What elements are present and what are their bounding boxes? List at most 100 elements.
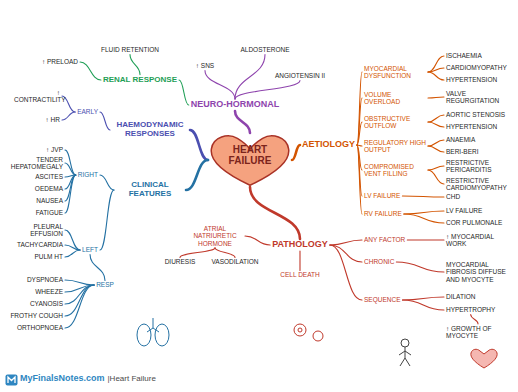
leaf-label: DIURESIS (163, 257, 198, 266)
leaf-label: ↑ GROWTH OF MYOCYTE (444, 324, 512, 340)
branch-heading: NEURO-HORMONAL (189, 99, 282, 111)
branch-line (65, 285, 94, 328)
branch-line (65, 230, 80, 250)
node-text: CARDIOMYOPATHY (446, 64, 507, 71)
branch-line (396, 262, 444, 272)
leaf-label: DILATION (444, 292, 478, 301)
node-text: RESTRICTIVE PERICARDITIS (446, 159, 510, 173)
node-text: PLEURAL EFFUSION (12, 223, 63, 237)
node-text: PULM HT (34, 253, 63, 260)
leaf-label: ORTHOPNOEA (15, 323, 65, 332)
node-text: CHRONIC (364, 258, 394, 265)
node-text: ANY FACTOR (364, 236, 405, 243)
leaf-label: ↑ MYOCARDIAL WORK (444, 232, 512, 248)
branch-line (65, 175, 76, 213)
branch-line (402, 300, 444, 310)
leaf-label: COR PULMONALE (444, 218, 504, 227)
node-text: COR PULMONALE (446, 219, 502, 226)
node-text: ↑ GROWTH OF MYOCYTE (446, 325, 510, 339)
category-label: REGULATORY HIGH OUTPUT (362, 138, 428, 154)
branch-line (130, 55, 140, 75)
leaf-label: LV FAILURE (444, 206, 484, 215)
node-text: ↑ HR (46, 116, 60, 123)
category-label: MYOCARDIAL DYSFUNCTION (362, 64, 428, 80)
branch-heading: PATHOLOGY (270, 239, 330, 251)
branch-line (428, 170, 444, 184)
branch-line (65, 250, 80, 257)
leaf-label: HYPERTROPHY (444, 305, 497, 314)
node-text: RESTRICTIVE CARDIOMYOPATHY (446, 177, 510, 191)
node-text: CLINICAL FEATURES (116, 181, 184, 199)
node-text: OBSTRUCTIVE OUTFLOW (364, 115, 426, 129)
node-text: ALDOSTERONE (240, 46, 289, 53)
leaf-label: OEDEMA (33, 184, 65, 193)
node-text: DYSPNOEA (27, 276, 63, 283)
branch-line (186, 160, 208, 190)
branch-line (428, 166, 444, 170)
branch-line (407, 239, 444, 240)
leaf-label: ISCHAEMIA (444, 51, 484, 60)
leaf-label: CHD (444, 192, 462, 201)
branch-line (65, 150, 76, 175)
branch-line (245, 236, 270, 245)
branch-line (471, 315, 478, 324)
site-name: MyFinalsNotes.com (20, 373, 105, 383)
node-text: NAUSEA (36, 197, 63, 204)
category-label: ANY FACTOR (362, 235, 407, 244)
node-text: ↑ CONTRACTILITY (14, 89, 60, 103)
leaf-label: ALDOSTERONE (238, 45, 291, 54)
node-text: VALVE REGURGITATION (446, 90, 510, 104)
node-text: ANGIOTENSIN II (275, 72, 325, 79)
node-text: HAEMODYNAMIC RESPONSES (112, 121, 188, 139)
category-label: SEQUENCE (362, 295, 402, 304)
leaf-label: ↑ JVP (44, 145, 65, 154)
category-label: RESP (94, 280, 116, 289)
node-text: EARLY (77, 108, 98, 115)
node-text: CHD (446, 193, 460, 200)
node-text: ANAEMIA (446, 136, 475, 143)
branch-line (179, 80, 189, 105)
branch-line (428, 72, 444, 80)
category-label: VOLUME OVERLOAD (362, 90, 428, 106)
node-text: SEQUENCE (364, 296, 400, 303)
branch-line (402, 196, 444, 197)
branch-line (428, 122, 444, 127)
node-text: DILATION (446, 293, 476, 300)
leaf-label: FATIGUE (34, 208, 65, 217)
node-text: ↑ PRELOAD (42, 58, 78, 65)
category-label: EARLY (75, 107, 100, 116)
node-text: AORTIC STENOSIS (446, 111, 505, 118)
branch-line (404, 211, 444, 214)
leaf-label: ↑ PRELOAD (40, 57, 80, 66)
branch-line (404, 214, 444, 223)
node-text: TENDER HEPATOMEGALY (9, 156, 63, 170)
branch-line (299, 251, 300, 270)
node-text: VOLUME OVERLOAD (364, 91, 426, 105)
leaf-label: ANAEMIA (444, 135, 477, 144)
category-label: RV FAILURE (362, 209, 404, 218)
branch-line (357, 145, 362, 214)
branch-line (428, 97, 444, 98)
branch-line (428, 146, 444, 152)
site-logo (5, 374, 18, 386)
leaf-label: DYSPNOEA (25, 275, 65, 284)
node-text: HEART FAILURE (218, 144, 282, 166)
node-text: TACHYCARDIA (17, 241, 63, 248)
branch-line (330, 245, 362, 300)
branch-line (330, 240, 362, 245)
branch-line (235, 81, 300, 99)
node-text: ISCHAEMIA (446, 52, 482, 59)
leaf-label: ↑ SNS (194, 61, 216, 70)
leaf-label: ↑ CONTRACTILITY (12, 88, 62, 104)
branch-line (62, 112, 75, 120)
branch-line (190, 130, 208, 160)
node-text: FLUID RETENTION (101, 46, 159, 53)
branch-line (205, 71, 235, 99)
leaf-label: HYPERTENSION (444, 122, 499, 131)
branch-line (292, 145, 300, 160)
node-text: REGULATORY HIGH OUTPUT (364, 139, 426, 153)
branch-heading: HAEMODYNAMIC RESPONSES (110, 120, 190, 140)
branch-line (402, 297, 444, 300)
node-text: FROTHY COUGH (10, 312, 63, 319)
branch-line (357, 98, 362, 145)
